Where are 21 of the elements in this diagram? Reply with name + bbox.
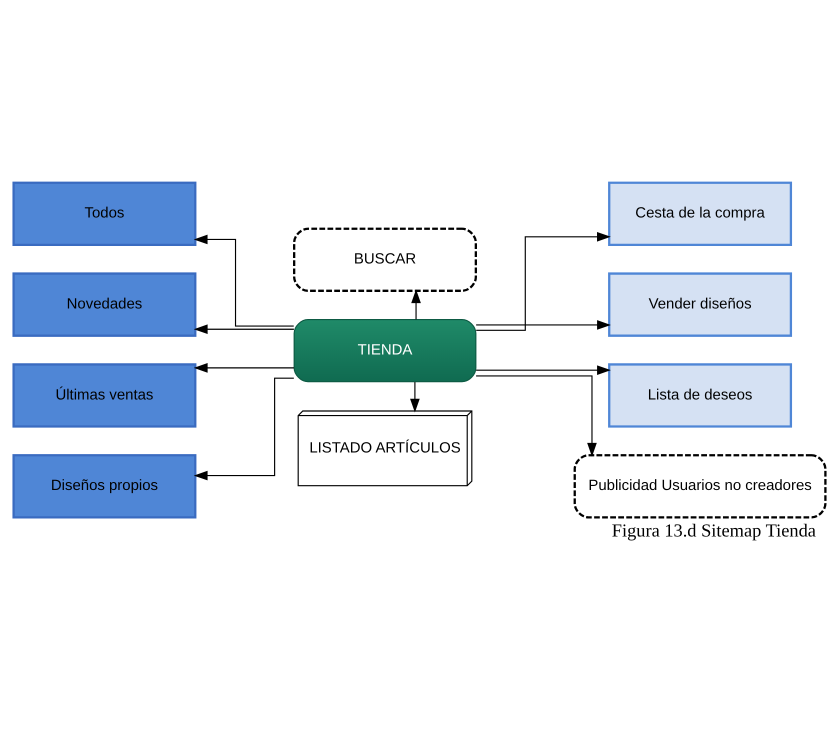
arrow (193, 377, 294, 480)
caption: Figura 13.d Sitemap Tienda (611, 520, 816, 540)
arrow (476, 374, 596, 456)
node-box: TIENDA (293, 318, 476, 382)
node-box: Novedades (12, 272, 196, 336)
arrow (193, 362, 294, 372)
node-box: Lista de deseos (608, 362, 792, 428)
node-box: Todos (12, 181, 196, 246)
arrow (410, 382, 420, 412)
arrow (410, 288, 420, 319)
arrow (193, 324, 294, 334)
arrow (476, 364, 610, 375)
arrow (476, 320, 610, 330)
node-box: Diseños propios (12, 454, 196, 518)
node-box: Vender diseños (608, 272, 792, 336)
node-box: BUSCAR (292, 227, 476, 292)
arrow (193, 234, 294, 326)
arrow (476, 231, 610, 330)
node-box: Cesta de la compra (608, 181, 792, 246)
node-box: Publicidad Usuarios no creadores (573, 454, 826, 518)
node-box: Últimas ventas (12, 362, 196, 428)
